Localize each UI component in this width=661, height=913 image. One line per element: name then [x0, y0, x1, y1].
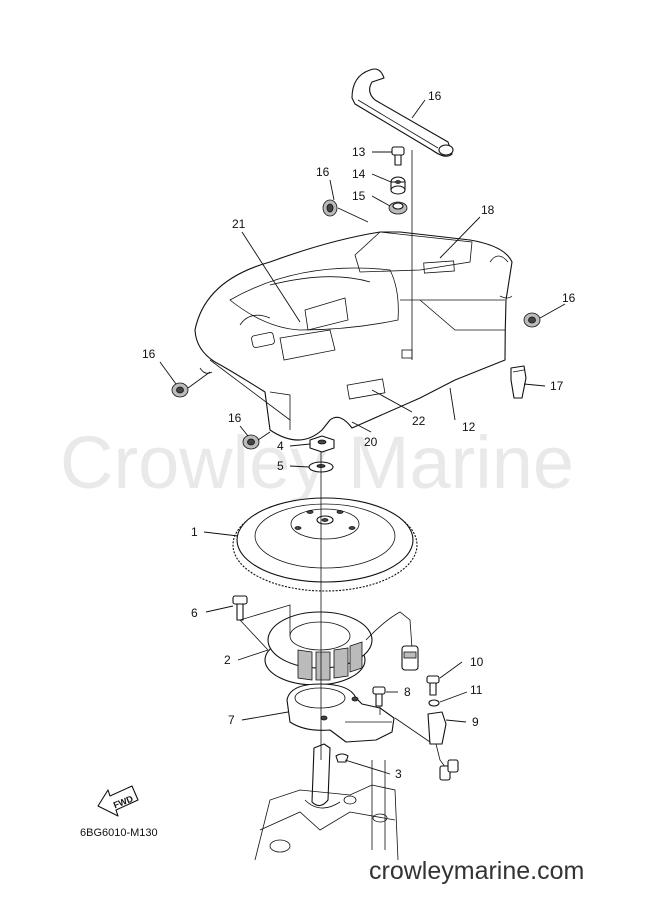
callout-7: 7: [228, 713, 235, 727]
part-seal-strip[interactable]: [351, 68, 454, 157]
crankcase-housing: [254, 743, 399, 861]
part-stator[interactable]: [264, 611, 419, 686]
callout-5: 5: [277, 459, 284, 473]
leader-lines: [159, 99, 566, 775]
callout-20: 20: [364, 435, 378, 449]
callout-22: 22: [412, 414, 426, 428]
callout-15: 15: [352, 189, 366, 203]
callout-6: 6: [191, 606, 198, 620]
callout-11: 11: [470, 683, 483, 697]
callout-8: 8: [404, 685, 411, 699]
callout-19: 18: [481, 203, 495, 217]
callout-4: 4: [277, 439, 284, 453]
callout-17: 17: [550, 379, 564, 393]
part-grommet-16-right[interactable]: [523, 312, 541, 328]
fwd-arrow-icon: FWD: [97, 785, 139, 817]
part-screw-10[interactable]: [426, 675, 440, 696]
part-bolt-8[interactable]: [372, 686, 386, 707]
callout-2: 2: [224, 653, 231, 667]
callout-13: 13: [352, 145, 366, 159]
callout-9: 9: [472, 715, 479, 729]
callout-3: 3: [395, 767, 402, 781]
assembly-lines: [239, 150, 431, 760]
part-sensor-9[interactable]: [427, 711, 459, 781]
part-flywheel-cover[interactable]: [194, 231, 513, 441]
part-collar-14[interactable]: [390, 176, 406, 195]
part-nut-4[interactable]: [309, 435, 335, 453]
part-washer-11[interactable]: [428, 699, 440, 707]
part-grommet-16-top[interactable]: [322, 199, 338, 217]
callout-labels: 16 13 14 15 16 18 21 16 16 17 16 12 22 2…: [142, 89, 576, 781]
callout-1: 1: [191, 525, 198, 539]
part-grommet-16-left[interactable]: [171, 382, 189, 398]
callout-16-right: 16: [562, 291, 576, 305]
callout-18: 16: [428, 89, 442, 103]
part-grommet-15[interactable]: [388, 201, 408, 215]
part-base-plate[interactable]: [286, 683, 395, 743]
callout-16-lower: 16: [228, 411, 242, 425]
part-bolt-13[interactable]: [391, 146, 405, 166]
callout-12: 12: [462, 420, 476, 434]
diagram-code: 6BG6010-M130: [80, 827, 158, 839]
callout-10: 10: [470, 655, 484, 669]
footer-url[interactable]: crowleymarine.com: [369, 857, 584, 885]
callout-14: 14: [352, 167, 366, 181]
callout-21: 21: [232, 217, 246, 231]
part-clip-17[interactable]: [510, 365, 527, 399]
part-grommet-16-lower[interactable]: [242, 434, 260, 450]
part-flywheel[interactable]: [232, 497, 418, 592]
callout-16-top: 16: [316, 165, 330, 179]
part-bolt-6[interactable]: [232, 595, 248, 621]
callout-16-left: 16: [142, 347, 156, 361]
